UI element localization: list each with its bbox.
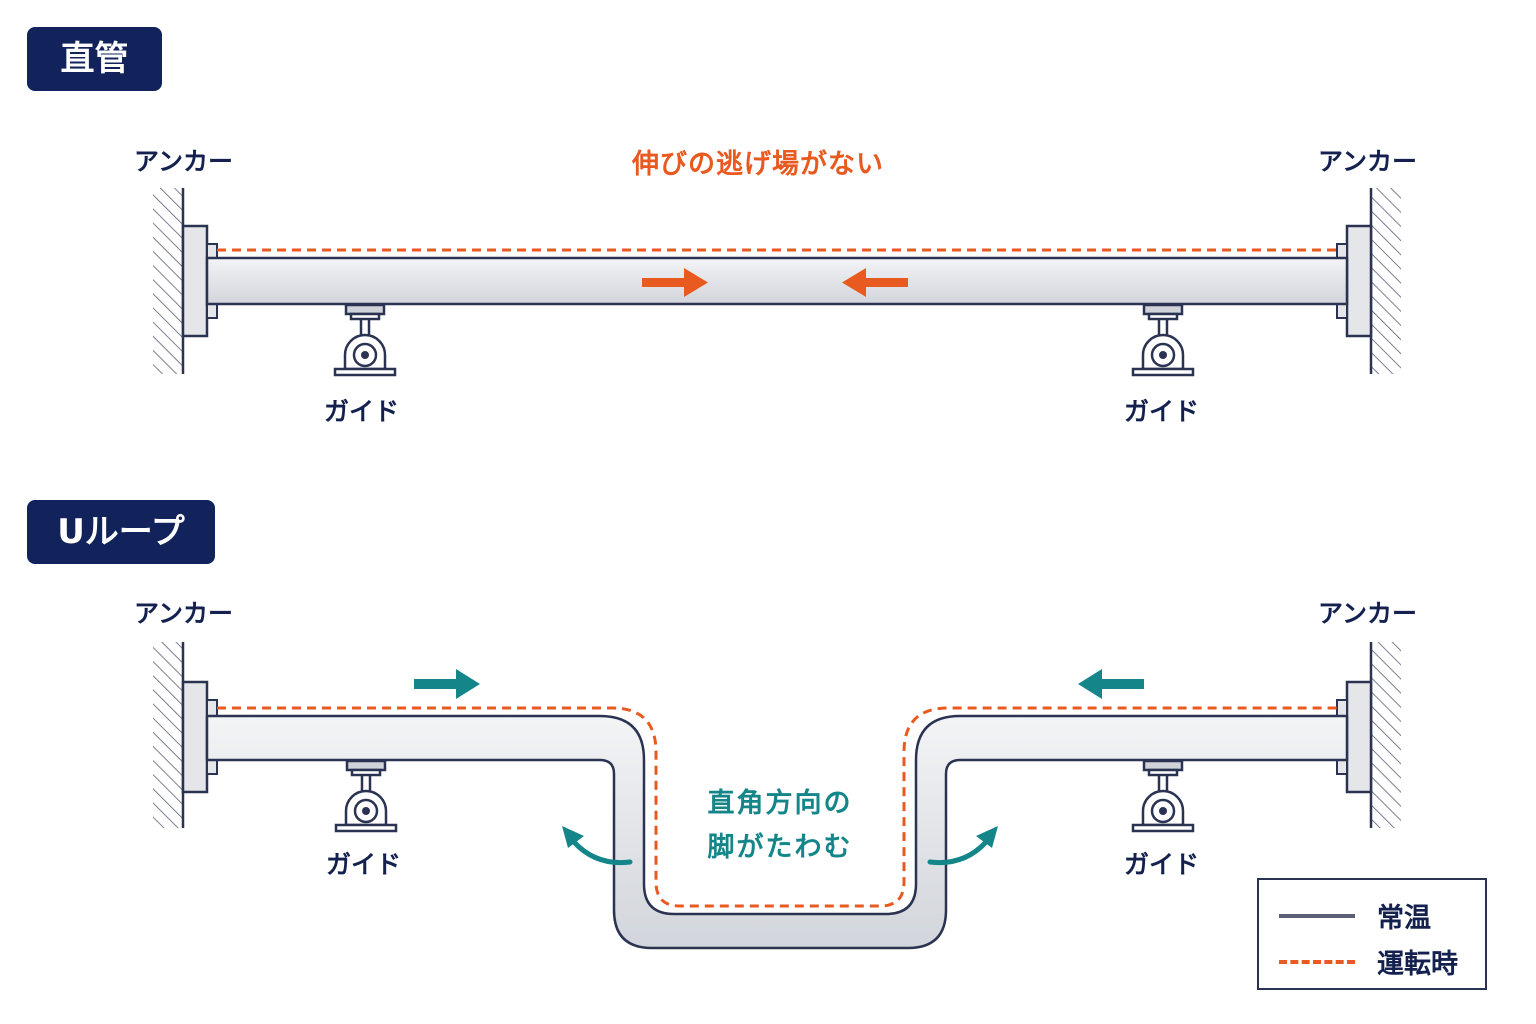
guide-label-left: ガイド [324, 397, 400, 426]
u-loop-pipe [205, 714, 1349, 950]
curved-arrow-icon [927, 826, 998, 866]
dashed-line-icon [1279, 959, 1355, 964]
section-title-straight: 直管 [27, 27, 162, 91]
guide-support-icon [1131, 303, 1195, 377]
solid-line-icon [1279, 913, 1355, 918]
curved-arrow-icon [562, 826, 633, 866]
section-title-uloop: Uループ [27, 500, 215, 564]
legend-item-normal: 常温 [1279, 896, 1431, 935]
arrow-left-icon [842, 268, 908, 297]
guide-support-icon [333, 303, 397, 377]
anchor-label-right: アンカー [1318, 599, 1418, 628]
flange-icon [181, 680, 218, 794]
guide-support-icon [334, 759, 398, 833]
leg-deflection-note: 直角方向の 脚がたわむ [680, 782, 880, 870]
legend-label-operating: 運転時 [1377, 949, 1458, 980]
arrow-left-icon [1078, 669, 1144, 699]
straight-pipe [205, 256, 1349, 306]
arrow-right-icon [642, 268, 708, 297]
guide-support-icon [1131, 759, 1195, 833]
note-line-2: 脚がたわむ [707, 832, 853, 863]
arrow-right-icon [414, 669, 480, 699]
note-line-1: 直角方向の [707, 788, 853, 819]
anchor-label-left: アンカー [134, 599, 234, 628]
anchor-label-right: アンカー [1318, 147, 1418, 176]
flange-icon [1336, 680, 1373, 794]
operating-line [217, 706, 1339, 908]
legend-item-operating: 運転時 [1279, 942, 1458, 981]
legend: 常温 運転時 [1257, 878, 1487, 990]
wall-hatch-icon [153, 642, 183, 828]
wall-hatch-icon [1371, 188, 1401, 374]
wall-hatch-icon [153, 188, 183, 374]
wall-hatch-icon [1371, 642, 1401, 828]
legend-label-normal: 常温 [1377, 903, 1431, 934]
guide-label-left: ガイド [326, 850, 402, 879]
anchor-label-left: アンカー [134, 147, 234, 176]
no-escape-note: 伸びの逃げ場がない [632, 149, 884, 180]
guide-label-right: ガイド [1124, 850, 1200, 879]
flange-icon [1336, 224, 1373, 338]
guide-label-right: ガイド [1124, 397, 1200, 426]
